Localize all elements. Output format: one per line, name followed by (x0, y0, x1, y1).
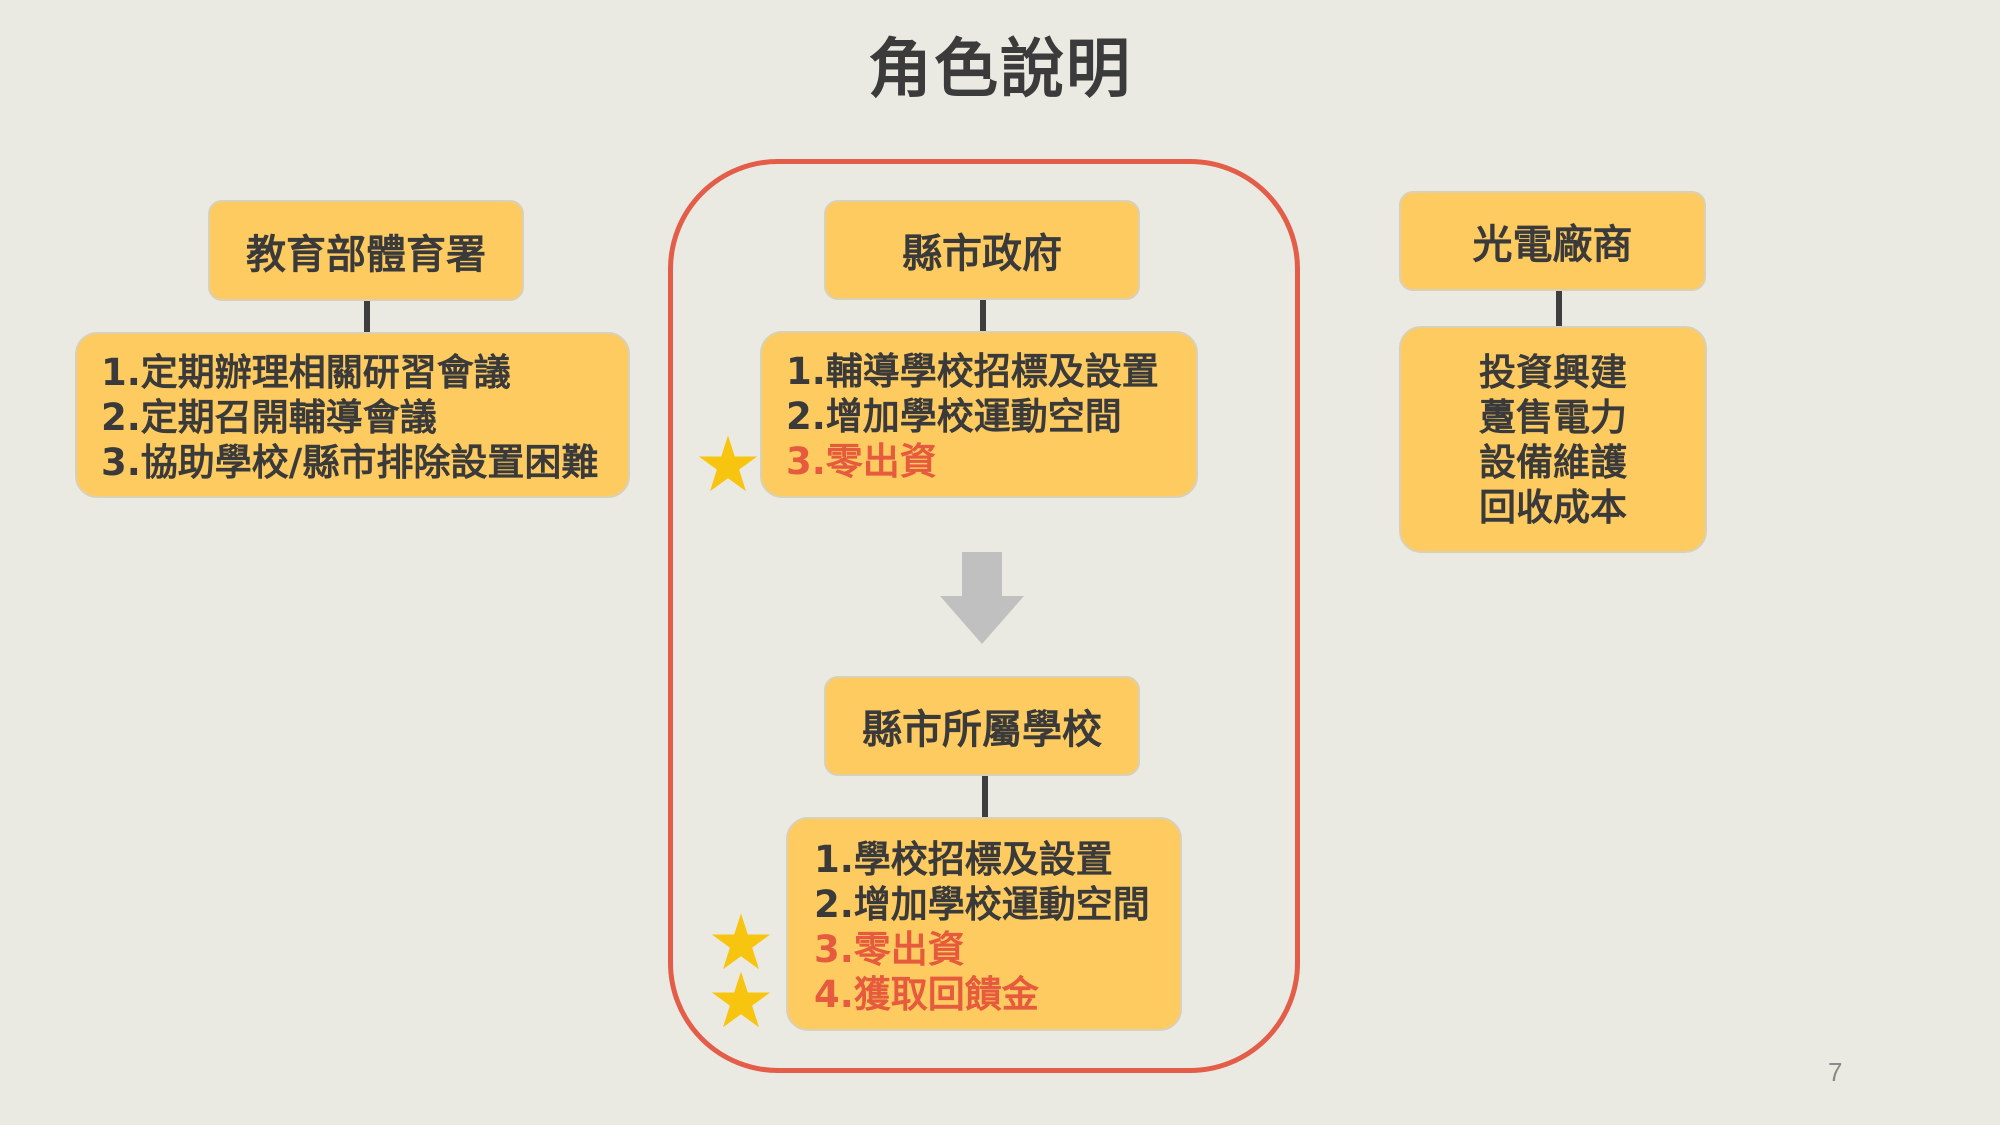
vendor-duty-1: 投資興建 (1479, 351, 1627, 394)
school-header-label: 縣市所屬學校 (862, 707, 1102, 753)
page-title: 角色說明 (868, 33, 1132, 107)
ministry-header-box: 教育部體育署 (208, 200, 524, 301)
vendor-connector (1556, 291, 1562, 327)
vendor-duty-2: 躉售電力 (1479, 396, 1627, 439)
highlight-frame (668, 159, 1300, 1073)
government-duties-box: 1.輔導學校招標及設置 2.增加學校運動空間 3.零出資 (760, 331, 1198, 498)
government-connector (980, 300, 986, 332)
ministry-connector (364, 301, 370, 333)
ministry-duty-2: 2.定期召開輔導會議 (101, 396, 437, 439)
government-duty-2: 2.增加學校運動空間 (786, 395, 1122, 438)
ministry-duty-1: 1.定期辦理相關研習會議 (101, 351, 511, 394)
government-header-label: 縣市政府 (902, 231, 1062, 277)
vendor-duty-3: 設備維護 (1479, 441, 1627, 484)
down-arrow-icon (940, 552, 1024, 644)
school-header-box: 縣市所屬學校 (824, 676, 1140, 776)
vendor-header-box: 光電廠商 (1399, 191, 1706, 291)
government-duty-3: 3.零出資 (786, 440, 937, 483)
school-duty-3: 3.零出資 (814, 928, 965, 971)
vendor-duty-4: 回收成本 (1479, 486, 1627, 529)
ministry-duties-box: 1.定期辦理相關研習會議 2.定期召開輔導會議 3.協助學校/縣市排除設置困難 (75, 332, 630, 498)
government-header-box: 縣市政府 (824, 200, 1140, 300)
ministry-header-label: 教育部體育署 (246, 231, 486, 278)
school-duties-box: 1.學校招標及設置 2.增加學校運動空間 3.零出資 4.獲取回饋金 (786, 817, 1182, 1031)
school-duty-1: 1.學校招標及設置 (814, 838, 1113, 881)
government-duty-1: 1.輔導學校招標及設置 (786, 350, 1159, 393)
ministry-duty-3: 3.協助學校/縣市排除設置困難 (101, 441, 599, 484)
star-icon (711, 913, 771, 970)
vendor-header-label: 光電廠商 (1472, 222, 1633, 268)
school-connector (982, 776, 988, 818)
star-icon (698, 435, 758, 492)
school-duty-2: 2.增加學校運動空間 (814, 883, 1150, 926)
star-icon (711, 971, 771, 1028)
vendor-duties-box: 投資興建 躉售電力 設備維護 回收成本 (1399, 326, 1707, 553)
school-duty-4: 4.獲取回饋金 (814, 973, 1039, 1016)
page-number: 7 (1828, 1057, 1843, 1087)
